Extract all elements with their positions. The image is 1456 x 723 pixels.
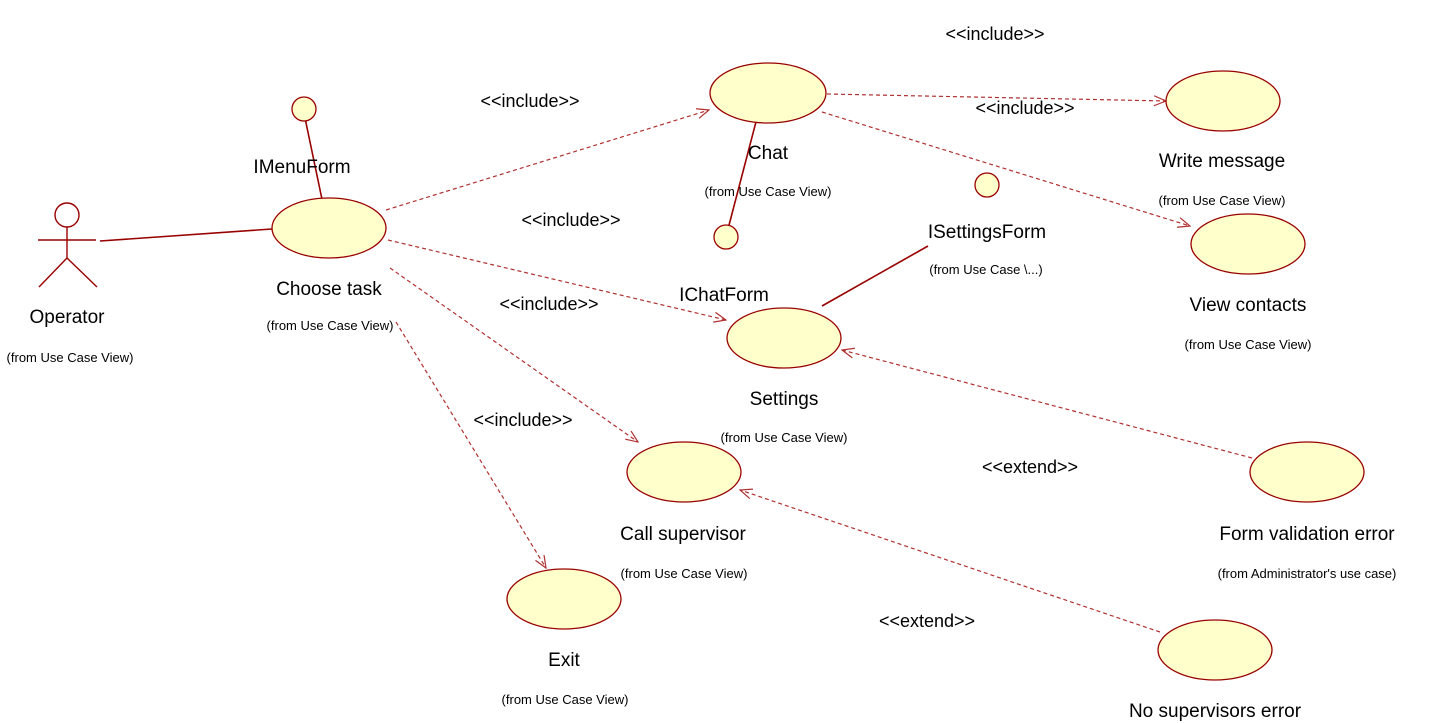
view-contacts-from-label: (from Use Case View)	[1185, 337, 1312, 352]
use-case-chat[interactable]	[709, 62, 827, 124]
include-arrow-view-contacts	[821, 111, 1190, 226]
operator-label: Operator	[30, 307, 106, 328]
include-label-1: <<include>>	[945, 24, 1044, 44]
settings-from-label: (from Use Case View)	[721, 430, 848, 445]
use-case-call-supervisor[interactable]	[626, 441, 742, 503]
use-case-settings[interactable]	[726, 307, 842, 369]
form-validation-error-ellipse	[1249, 441, 1365, 503]
include-arrow-exit	[395, 321, 546, 568]
call-supervisor-from-label: (from Use Case View)	[621, 566, 748, 581]
no-supervisors-error-ellipse	[1157, 619, 1273, 681]
include-arrow-settings	[387, 239, 726, 320]
call-supervisor-ellipse	[626, 441, 742, 503]
use-case-choose-task[interactable]	[271, 197, 387, 259]
include-label-4: <<include>>	[521, 210, 620, 230]
exit-ellipse	[506, 568, 622, 630]
settings-label: Settings	[750, 389, 819, 410]
view-contacts-ellipse	[1190, 213, 1306, 275]
choose-task-from-label: (from Use Case View)	[267, 318, 394, 333]
use-case-no-supervisors-error[interactable]	[1157, 619, 1273, 681]
imenuform-interface-icon[interactable]	[291, 96, 317, 122]
include-label-3: <<include>>	[975, 98, 1074, 118]
extend-arrow-call-supervisor	[740, 490, 1161, 633]
use-case-write-message[interactable]	[1165, 70, 1281, 132]
settings-ellipse	[726, 307, 842, 369]
write-message-label: Write message	[1159, 151, 1285, 172]
chat-ellipse	[709, 62, 827, 124]
extend-label-1: <<extend>>	[982, 457, 1078, 477]
operator-association-line	[99, 228, 273, 242]
form-validation-error-label: Form validation error	[1219, 524, 1395, 545]
actor-left-leg	[38, 257, 68, 288]
imenuform-label: IMenuForm	[253, 157, 350, 178]
actor-right-leg	[66, 257, 98, 288]
chat-label: Chat	[748, 143, 789, 164]
operator-from-label: (from Use Case View)	[7, 350, 134, 365]
write-message-ellipse	[1165, 70, 1281, 132]
exit-from-label: (from Use Case View)	[502, 692, 629, 707]
write-message-from-label: (from Use Case View)	[1159, 193, 1286, 208]
isettingsform-stem	[821, 245, 929, 307]
choose-task-label: Choose task	[276, 279, 382, 300]
include-label-6: <<include>>	[473, 410, 572, 430]
isettingsform-interface-icon[interactable]	[974, 172, 1000, 198]
ichatform-label: IChatForm	[679, 285, 769, 306]
no-supervisors-error-label: No supervisors error	[1129, 701, 1302, 722]
include-label-5: <<include>>	[499, 294, 598, 314]
include-arrow-call-supervisor	[389, 267, 638, 442]
ichatform-interface-icon[interactable]	[713, 224, 739, 250]
chat-from-label: (from Use Case View)	[705, 184, 832, 199]
call-supervisor-label: Call supervisor	[620, 524, 746, 545]
include-arrow-write-message	[826, 93, 1166, 101]
isettingsform-from-label: (from Use Case \...)	[929, 262, 1042, 277]
use-case-form-validation-error[interactable]	[1249, 441, 1365, 503]
choose-task-ellipse	[271, 197, 387, 259]
form-validation-error-from-label: (from Administrator's use case)	[1218, 566, 1397, 581]
isettingsform-label: ISettingsForm	[928, 222, 1046, 243]
extend-arrow-settings	[842, 350, 1253, 459]
operator-actor[interactable]	[38, 202, 98, 288]
use-case-view-contacts[interactable]	[1190, 213, 1306, 275]
extend-label-2: <<extend>>	[879, 611, 975, 631]
actor-head-icon	[54, 202, 80, 228]
exit-label: Exit	[548, 650, 580, 671]
include-arrow-chat	[385, 110, 709, 211]
view-contacts-label: View contacts	[1190, 295, 1307, 316]
include-label-2: <<include>>	[480, 91, 579, 111]
use-case-exit[interactable]	[506, 568, 622, 630]
